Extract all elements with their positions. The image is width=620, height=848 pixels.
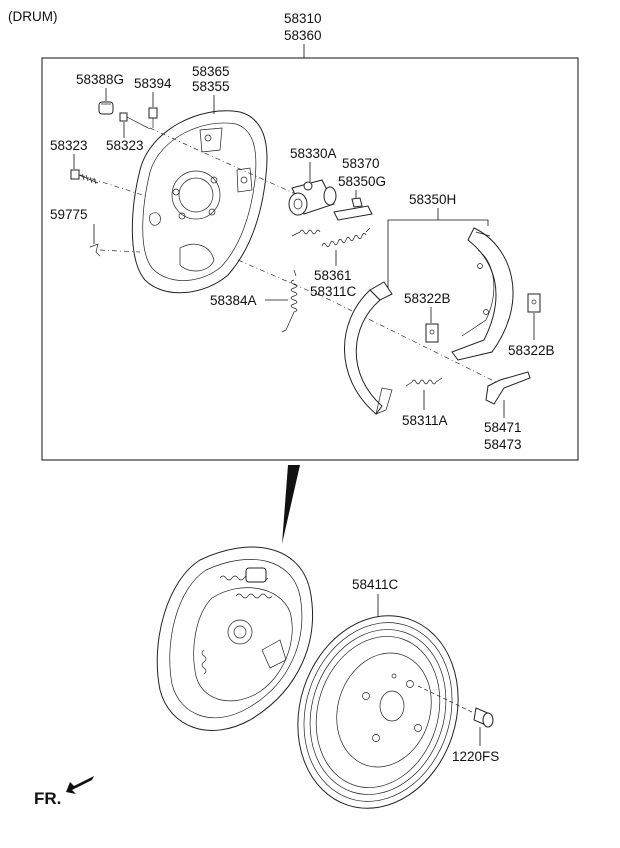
bleeder-58394 [148, 107, 158, 128]
label-58394: 58394 [134, 76, 172, 91]
label-58311A: 58311A [402, 413, 448, 428]
label-58473: 58473 [484, 437, 522, 452]
label-58360: 58360 [284, 28, 322, 43]
spring-58311C [321, 227, 371, 248]
label-58370: 58370 [342, 156, 380, 171]
label-58311C: 58311C [310, 284, 357, 299]
label-58322B-b: 58322B [508, 343, 555, 358]
label-59775: 59775 [50, 207, 88, 222]
plug-58388G [98, 101, 114, 115]
label-58471: 58471 [484, 420, 522, 435]
bolt-58323-upper [119, 112, 151, 130]
bolt-1220FS [417, 685, 494, 728]
bolt-58323-left [70, 169, 99, 185]
front-arrow-icon [66, 776, 94, 794]
brake-drum-58411C [297, 615, 459, 809]
centerline-3 [149, 127, 301, 197]
label-58384A: 58384A [210, 293, 257, 308]
spring-58311A [405, 377, 443, 387]
pointer-wedge [282, 465, 300, 544]
label-58388G: 58388G [76, 72, 124, 87]
assembled-brake [156, 546, 313, 731]
label-58322B-a: 58322B [404, 291, 451, 306]
holddown-58322B-left [425, 323, 439, 343]
brake-shoe-front [344, 281, 393, 415]
label-58330A: 58330A [290, 146, 337, 161]
centerline-4 [237, 259, 501, 385]
variant-label: (DRUM) [8, 9, 58, 24]
wheel-cylinder-58330A [288, 179, 337, 216]
front-label: FR. [34, 789, 61, 808]
adjuster-58350G [333, 197, 373, 221]
label-58350H: 58350H [409, 192, 456, 207]
label-58310: 58310 [284, 11, 322, 26]
label-58323-a: 58323 [50, 138, 88, 153]
holddown-58322B-right [527, 293, 541, 313]
clip-59775 [89, 243, 101, 257]
label-58350G: 58350G [338, 174, 386, 189]
label-58361: 58361 [314, 268, 352, 283]
lever-58471 [485, 371, 531, 405]
label-1220FS: 1220FS [452, 749, 499, 764]
spring-58361 [291, 229, 321, 237]
label-58365: 58365 [192, 64, 230, 79]
assembly-frame [41, 57, 579, 461]
backing-plate [131, 110, 268, 294]
label-58411C: 58411C [352, 577, 399, 592]
centerline-2 [99, 249, 141, 253]
spring-58384A [281, 269, 298, 333]
label-58323-b: 58323 [106, 138, 144, 153]
brake-shoe-rear [451, 227, 514, 361]
label-58355: 58355 [192, 79, 230, 94]
